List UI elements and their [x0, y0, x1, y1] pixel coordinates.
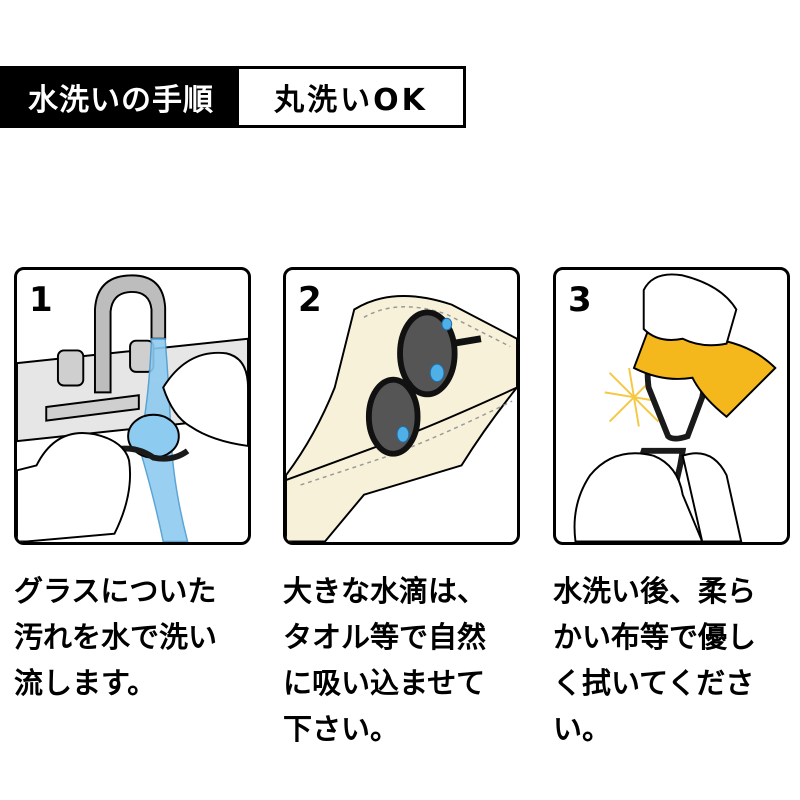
- step-3-panel: 3: [553, 267, 790, 545]
- step-2-number: 2: [298, 280, 322, 320]
- step-1-caption: グラスについた 汚れを水で洗い 流します。: [14, 568, 254, 706]
- caption-line: 汚れを水で洗い: [14, 620, 218, 654]
- step-1-number: 1: [29, 280, 53, 320]
- header-bar: 水洗いの手順 丸洗いOK: [0, 66, 466, 128]
- caption-line: グラスについた: [14, 574, 217, 608]
- caption-line: く拭いてくださ: [553, 666, 755, 700]
- towel-dry-illustration: [286, 294, 517, 542]
- caption-line: 水洗い後、柔ら: [553, 574, 757, 608]
- caption-line: 流します。: [14, 666, 157, 700]
- cloth-wipe-illustration: [573, 273, 777, 542]
- header-badge: 丸洗いOK: [274, 83, 428, 118]
- caption-line: 下さい。: [283, 712, 400, 746]
- caption-line: タオル等で自然: [283, 620, 487, 654]
- step-1-panel: 1: [14, 267, 251, 545]
- step-3-caption: 水洗い後、柔ら かい布等で優し く拭いてくださ い。: [553, 568, 793, 752]
- caption-line: 大きな水滴は、: [283, 574, 487, 608]
- caption-line: かい布等で優し: [553, 620, 757, 654]
- step-3-number: 3: [568, 280, 592, 320]
- step-2-panel: 2: [283, 267, 520, 545]
- header-title: 水洗いの手順: [3, 69, 239, 125]
- faucet-wash-illustration: [17, 274, 248, 542]
- caption-line: に吸い込ませて: [283, 666, 486, 700]
- caption-line: い。: [553, 712, 612, 746]
- step-2-caption: 大きな水滴は、 タオル等で自然 に吸い込ませて 下さい。: [283, 568, 523, 752]
